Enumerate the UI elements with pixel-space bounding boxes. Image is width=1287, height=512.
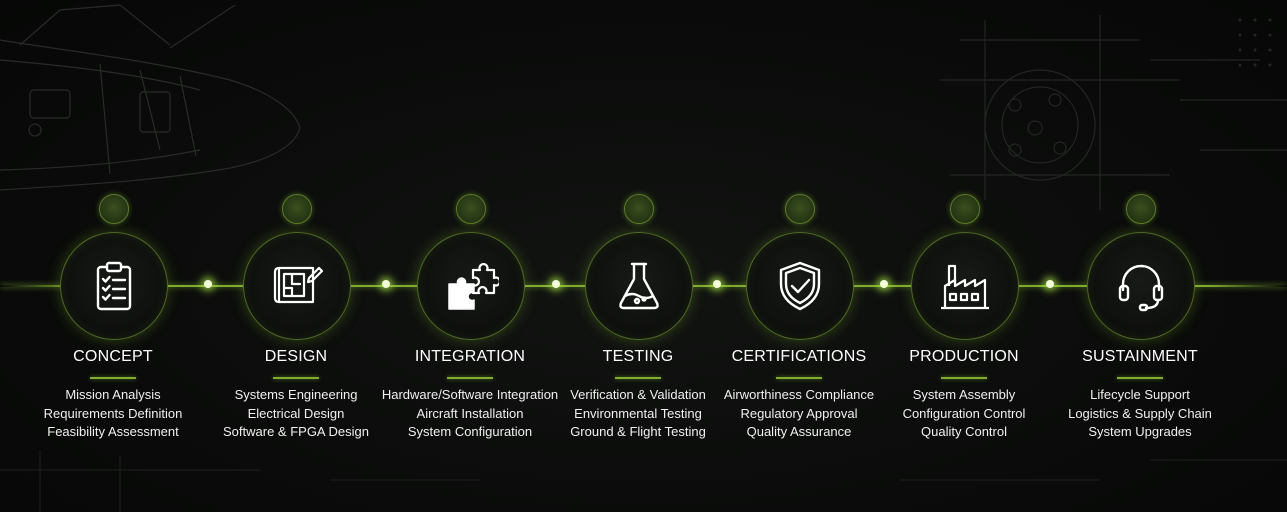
stage-title: PRODUCTION: [909, 348, 1019, 365]
puzzle-pieces-icon[interactable]: [417, 232, 525, 340]
factory-icon[interactable]: [911, 232, 1019, 340]
stage-title: SUSTAINMENT: [1082, 348, 1198, 365]
stage-item: System Upgrades: [1088, 424, 1192, 439]
stage-item: Quality Assurance: [746, 424, 852, 439]
title-underline: [1117, 377, 1163, 379]
timeline-connector-dot: [1046, 280, 1054, 288]
stage-item: Aircraft Installation: [416, 405, 524, 421]
stage-marker-node: [1126, 194, 1156, 224]
stage-title: CERTIFICATIONS: [731, 348, 867, 365]
title-underline: [776, 377, 822, 379]
stage-integration: INTEGRATION Hardware/Software Integration…: [370, 0, 570, 512]
stage-item: Electrical Design: [247, 405, 345, 421]
timeline-connector-dot: [880, 280, 888, 288]
stage-item: Verification & Validation: [570, 387, 706, 402]
stage-item: Hardware/Software Integration: [381, 387, 559, 402]
stage-item: Regulatory Approval: [740, 405, 858, 421]
stage-marker-node: [624, 194, 654, 224]
stage-marker-node: [456, 194, 486, 224]
stage-title: CONCEPT: [73, 348, 153, 365]
title-underline: [90, 377, 136, 379]
stage-marker-node: [950, 194, 980, 224]
title-underline: [273, 377, 319, 379]
headset-icon[interactable]: [1087, 232, 1195, 340]
stage-item: Feasibility Assessment: [47, 424, 179, 439]
timeline-connector-dot: [552, 280, 560, 288]
stage-title: DESIGN: [264, 348, 328, 365]
lab-flask-icon[interactable]: [585, 232, 693, 340]
blueprint-pencil-icon[interactable]: [243, 232, 351, 340]
title-underline: [447, 377, 493, 379]
stage-marker-node: [99, 194, 129, 224]
stage-marker-node: [785, 194, 815, 224]
stage-title: INTEGRATION: [414, 348, 526, 365]
timeline-connector-dot: [204, 280, 212, 288]
stage-item: Lifecycle Support: [1090, 387, 1190, 402]
stage-item: Quality Control: [921, 424, 1007, 439]
stage-title: TESTING: [602, 348, 674, 365]
timeline-connector-dot: [382, 280, 390, 288]
timeline-connector-dot: [713, 280, 721, 288]
title-underline: [941, 377, 987, 379]
stage-item: Requirements Definition: [43, 405, 183, 421]
stage-item: Software & FPGA Design: [223, 424, 369, 439]
stage-item: Systems Engineering: [234, 387, 358, 402]
stage-item: Ground & Flight Testing: [570, 424, 706, 439]
stage-item: Environmental Testing: [574, 405, 702, 421]
stage-item: System Configuration: [407, 424, 533, 439]
stage-item: System Assembly: [912, 387, 1016, 402]
shield-check-icon[interactable]: [746, 232, 854, 340]
stage-item: Mission Analysis: [65, 387, 161, 402]
clipboard-checklist-icon[interactable]: [60, 232, 168, 340]
stage-item: Configuration Control: [902, 405, 1026, 421]
stage-marker-node: [282, 194, 312, 224]
stage-item: Airworthiness Compliance: [723, 387, 875, 402]
title-underline: [615, 377, 661, 379]
stage-item: Logistics & Supply Chain: [1068, 405, 1212, 421]
